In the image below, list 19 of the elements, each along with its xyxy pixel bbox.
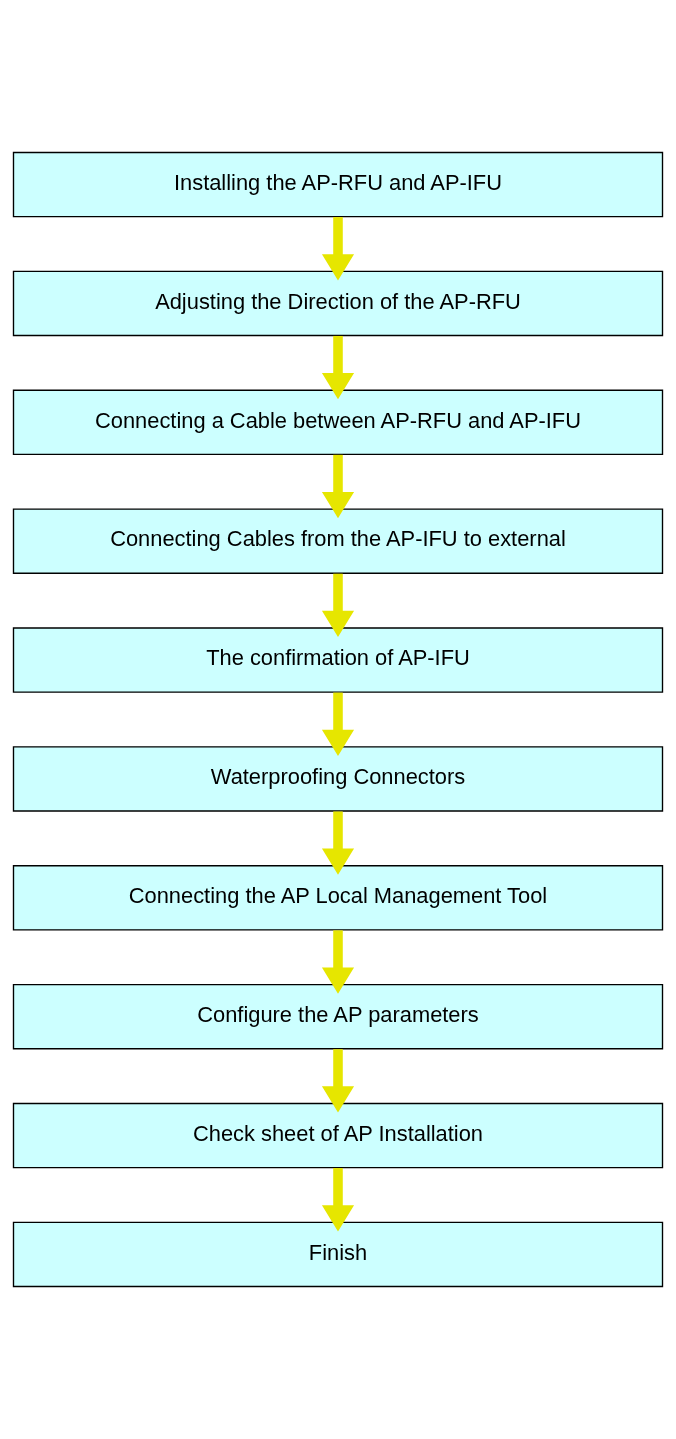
arrow	[321, 217, 355, 281]
arrow	[321, 454, 355, 519]
node-box: Connecting the AP Local Management Tool	[12, 865, 664, 931]
arrow	[321, 811, 355, 875]
arrow	[321, 1049, 355, 1113]
arrow	[321, 692, 355, 756]
arrow	[321, 930, 355, 994]
node-box: Check sheet of AP Installation	[12, 1102, 664, 1169]
node-box: Waterproofing Connectors	[12, 746, 664, 812]
arrow	[321, 335, 355, 400]
node-box: Finish	[12, 1221, 664, 1288]
arrow	[321, 573, 355, 638]
node-box: Configure the AP parameters	[12, 983, 664, 1050]
node-box: Connecting a Cable between AP-RFU and AP-IFU	[12, 389, 664, 456]
node-box: The confirmation of AP-IFU	[12, 627, 664, 693]
node-box: Connecting Cables from the AP-IFU to external	[12, 508, 664, 574]
node-box: Installing the AP-RFU and AP-IFU	[12, 151, 664, 218]
node-box: Adjusting the Direction of the AP-RFU	[12, 270, 664, 337]
arrow	[321, 1168, 355, 1232]
